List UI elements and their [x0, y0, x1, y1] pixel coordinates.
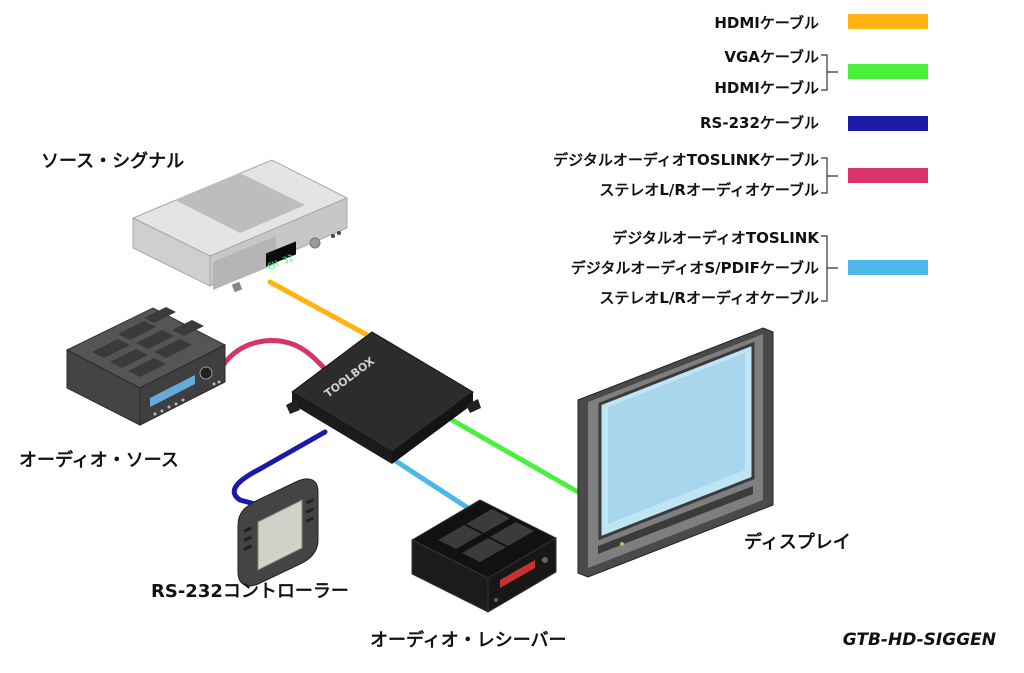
legend-item-rs232: RS-232ケーブル	[700, 114, 819, 132]
cable-display	[449, 417, 581, 495]
cables	[221, 279, 581, 511]
legend-item-toslink-2: デジタルオーディオTOSLINK	[612, 229, 820, 247]
rs232-controller-device	[237, 478, 319, 587]
legend-swatch-blue	[848, 116, 928, 131]
cable-audio-source	[221, 338, 331, 375]
cable-legend: HDMIケーブル VGAケーブル HDMIケーブル RS-232ケーブル デジタ…	[553, 14, 928, 307]
legend-bracket	[821, 235, 838, 302]
label-rs232-controller: RS-232コントローラー	[151, 581, 349, 602]
toolbox-unit: TOOLBOX	[286, 331, 481, 464]
legend-item-spdif: デジタルオーディオS/PDIFケーブル	[571, 259, 819, 277]
audio-source-device	[65, 307, 227, 426]
legend-item-toslink: デジタルオーディオTOSLINKケーブル	[553, 151, 819, 169]
knob-icon	[309, 237, 321, 249]
legend-bracket	[821, 54, 838, 91]
legend-item-stereo: ステレオL/Rオーディオケーブル	[599, 181, 819, 199]
legend-swatch-orange	[848, 14, 928, 29]
legend-item-hdmi-2: HDMIケーブル	[714, 79, 819, 97]
label-audio-receiver: オーディオ・レシーバー	[370, 629, 567, 651]
legend-swatch-green	[848, 64, 928, 79]
model-number: GTB-HD-SIGGEN	[843, 630, 996, 650]
label-display: ディスプレイ	[744, 531, 851, 553]
legend-bracket	[821, 157, 838, 194]
legend-item-stereo-2: ステレオL/Rオーディオケーブル	[599, 289, 819, 307]
audio-receiver-device	[410, 499, 558, 613]
label-source-signal: ソース・シグナル	[41, 150, 184, 172]
legend-item-vga: VGAケーブル	[724, 48, 819, 66]
label-audio-source: オーディオ・ソース	[19, 449, 179, 471]
cable-audio-receiver	[385, 453, 471, 511]
legend-swatch-magenta	[848, 168, 928, 183]
legend-swatch-lightblue	[848, 260, 928, 275]
display-device	[577, 327, 774, 578]
cable-hdmi-source	[267, 279, 383, 345]
legend-item-hdmi: HDMIケーブル	[714, 14, 819, 32]
source-signal-device: CH 32	[131, 159, 349, 293]
cable-rs232	[231, 429, 328, 509]
volume-knob-icon	[199, 366, 213, 380]
